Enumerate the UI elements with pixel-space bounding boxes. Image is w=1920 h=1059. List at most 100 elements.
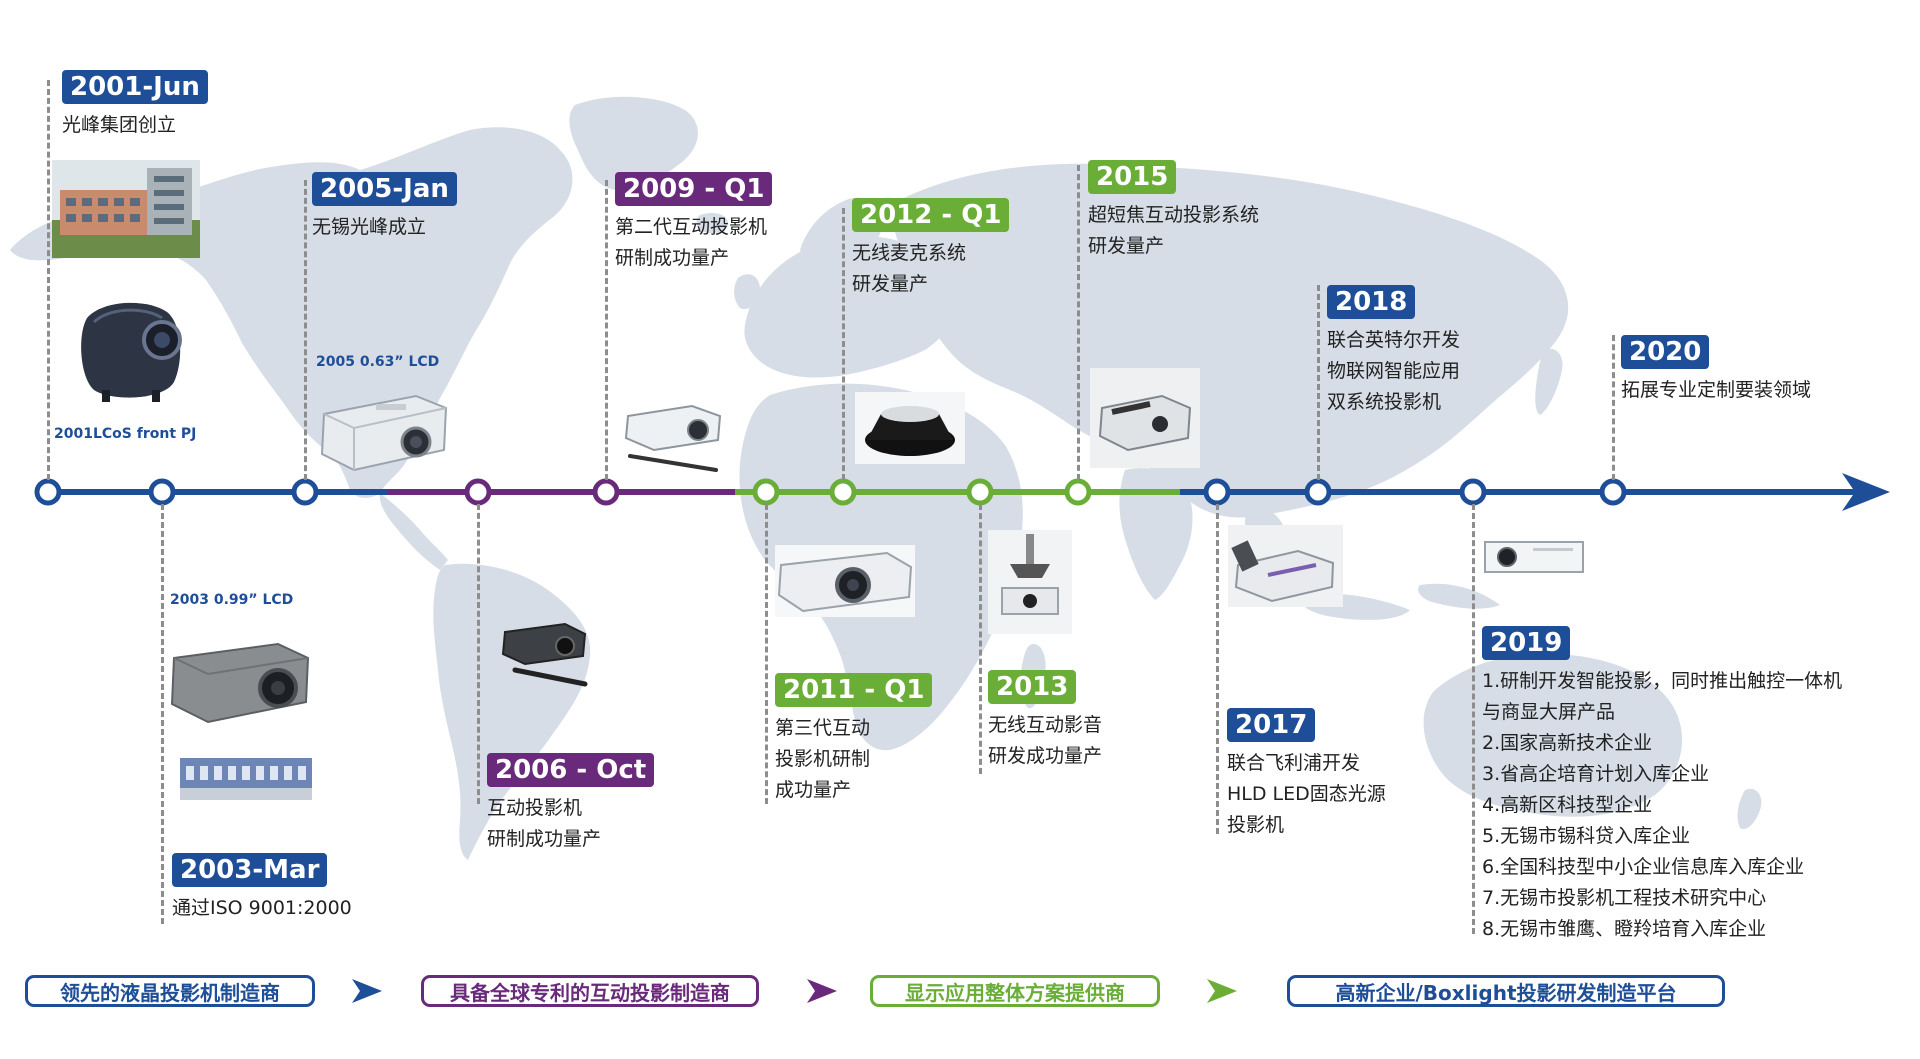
event-2018: 2018 联合英特尔开发 物联网智能应用 双系统投影机 (1327, 285, 1460, 418)
node-2020 (1599, 478, 1627, 506)
event-line: 研制成功量产 (487, 828, 602, 850)
event-2012: 2012 - Q1 无线麦克系统 研发量产 (852, 198, 1010, 300)
event-line: 第三代互动 (775, 717, 871, 739)
event-line: 无锡光峰成立 (312, 216, 427, 238)
event-date: 2011 - Q1 (775, 673, 933, 707)
event-line: 光峰集团创立 (62, 114, 177, 136)
event-line: 互动投影机 (487, 797, 583, 819)
node-2015 (1064, 478, 1092, 506)
factory-photo (180, 758, 312, 800)
stage-interactive-manufacturer: 具备全球专利的互动投影制造商 (421, 975, 759, 1007)
connector-2013 (979, 504, 982, 774)
node-2001 (34, 478, 62, 506)
compact-projector-photo (1484, 541, 1584, 573)
stage-arrow-icon (1207, 979, 1237, 1003)
stage-arrow-icon (807, 979, 837, 1003)
event-line: 通过ISO 9001:2000 (172, 897, 352, 919)
event-date: 2006 - Oct (487, 753, 655, 787)
event-date: 2003-Mar (172, 853, 328, 887)
event-date: 2001-Jun (62, 70, 208, 104)
event-line: 1.研制开发智能投影，同时推出触控一体机 (1482, 670, 1843, 692)
event-description: 拓展专业定制要装领域 (1621, 375, 1811, 406)
lcos-projector-photo (81, 302, 182, 402)
connector-2018 (1317, 285, 1320, 480)
event-2011: 2011 - Q1 第三代互动 投影机研制 成功量产 (775, 673, 933, 806)
event-date: 2017 (1227, 708, 1316, 742)
event-line: 物联网智能应用 (1327, 360, 1461, 382)
event-description: 联合飞利浦开发 HLD LED固态光源 投影机 (1227, 748, 1386, 841)
lcd-projector-photo (170, 642, 310, 724)
event-date: 2013 (988, 670, 1077, 704)
node-2012 (829, 478, 857, 506)
connector-2015 (1077, 165, 1080, 480)
event-description: 第三代互动 投影机研制 成功量产 (775, 713, 932, 806)
node-2019 (1459, 478, 1487, 506)
event-date: 2015 (1088, 160, 1177, 194)
event-line: 研发量产 (852, 273, 929, 295)
short-throw-projector-photo (775, 545, 915, 617)
timeline-arrow-icon (1842, 473, 1890, 511)
stage-boxlight-platform: 高新企业/Boxlight投影研发制造平台 (1287, 975, 1725, 1007)
event-line: 研发量产 (1088, 235, 1165, 257)
node-2005 (291, 478, 319, 506)
caption-2005-lcd: 2005 0.63” LCD (316, 354, 440, 370)
connector-2009 (605, 180, 608, 480)
node-2003 (148, 478, 176, 506)
event-2005: 2005-Jan 无锡光峰成立 (312, 172, 457, 243)
connector-2017 (1216, 504, 1219, 834)
event-line: 双系统投影机 (1327, 391, 1442, 413)
connector-2012 (842, 208, 845, 480)
event-2001: 2001-Jun 光峰集团创立 (62, 70, 208, 141)
interactive-projector-photo (501, 622, 588, 687)
short-throw-projector-photo (1090, 368, 1200, 468)
event-description: 无线麦克系统 研发量产 (852, 238, 1009, 300)
event-line: 投影机 (1227, 814, 1285, 836)
event-line: 联合英特尔开发 (1327, 329, 1461, 351)
connector-2005 (304, 180, 307, 480)
stage-lcd-manufacturer: 领先的液晶投影机制造商 (25, 975, 315, 1007)
led-projector-photo (1228, 525, 1343, 607)
event-2013: 2013 无线互动影音 研发成功量产 (988, 670, 1102, 772)
ceiling-mount-projector-photo (988, 530, 1072, 634)
event-line: 研发成功量产 (988, 745, 1103, 767)
event-description: 无锡光峰成立 (312, 212, 457, 243)
event-line: 2.国家高新技术企业 (1482, 732, 1653, 754)
event-line: HLD LED固态光源 (1227, 783, 1386, 805)
event-line: 无线麦克系统 (852, 242, 967, 264)
connector-2019 (1472, 504, 1475, 934)
connector-2020 (1612, 335, 1615, 480)
event-date: 2009 - Q1 (615, 172, 773, 206)
event-date: 2018 (1327, 285, 1416, 319)
event-line: 超短焦互动投影系统 (1088, 204, 1260, 226)
event-date: 2012 - Q1 (852, 198, 1010, 232)
event-line: 无线互动影音 (988, 714, 1103, 736)
event-description: 1.研制开发智能投影，同时推出触控一体机 与商显大屏产品 2.国家高新技术企业 … (1482, 666, 1842, 945)
event-description: 无线互动影音 研发成功量产 (988, 710, 1102, 772)
event-2003: 2003-Mar 通过ISO 9001:2000 (172, 853, 352, 924)
node-2011 (752, 478, 780, 506)
node-2009 (592, 478, 620, 506)
event-date: 2005-Jan (312, 172, 457, 206)
event-description: 第二代互动投影机 研制成功量产 (615, 212, 772, 274)
building-photo (52, 160, 200, 258)
event-line: 5.无锡市锡科贷入库企业 (1482, 825, 1691, 847)
caption-2001-lcos: 2001LCoS front PJ (54, 426, 197, 442)
event-line: 投影机研制 (775, 748, 871, 770)
node-2018 (1304, 478, 1332, 506)
lcd-projector-photo (320, 394, 448, 472)
interactive-projector-photo (624, 404, 722, 472)
event-line: 联合飞利浦开发 (1227, 752, 1361, 774)
event-2019: 2019 1.研制开发智能投影，同时推出触控一体机 与商显大屏产品 2.国家高新… (1482, 626, 1842, 945)
event-description: 联合英特尔开发 物联网智能应用 双系统投影机 (1327, 325, 1460, 418)
event-line: 第二代互动投影机 (615, 216, 768, 238)
event-2009: 2009 - Q1 第二代互动投影机 研制成功量产 (615, 172, 773, 274)
stage-solution-provider: 显示应用整体方案提供商 (870, 975, 1160, 1007)
event-line: 4.高新区科技型企业 (1482, 794, 1653, 816)
connector-2003 (161, 504, 164, 924)
event-line: 成功量产 (775, 779, 852, 801)
event-line: 拓展专业定制要装领域 (1621, 379, 1812, 401)
timeline-nodes (34, 478, 1627, 506)
event-2006: 2006 - Oct 互动投影机 研制成功量产 (487, 753, 655, 855)
event-line: 6.全国科技型中小企业信息库入库企业 (1482, 856, 1805, 878)
